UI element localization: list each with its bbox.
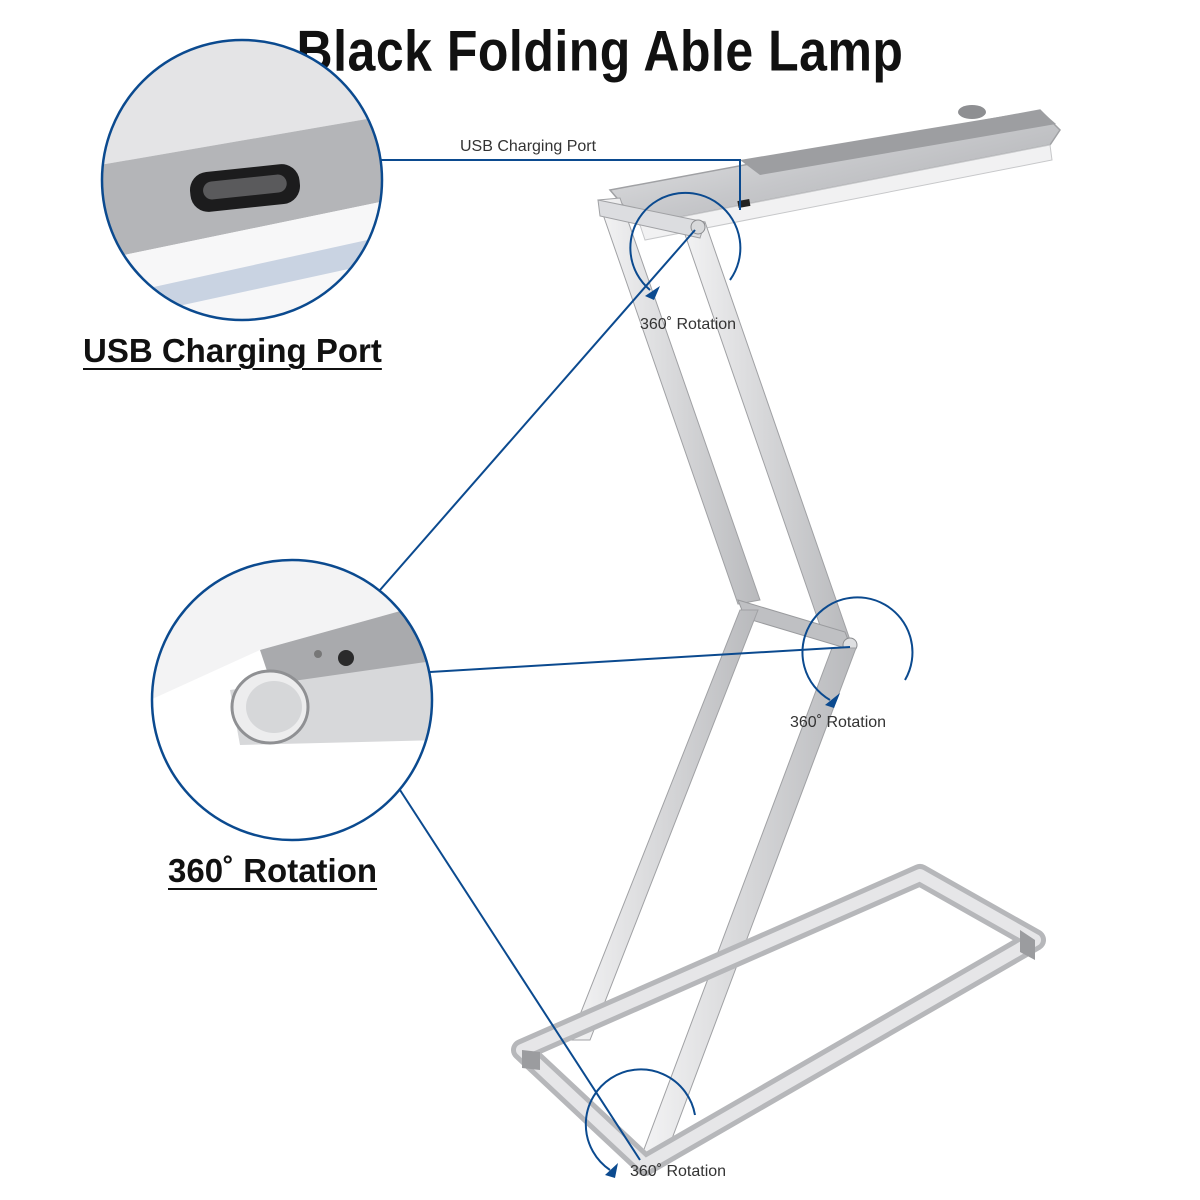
rotation-zoom-inset (150, 558, 434, 842)
rotation-label-middle: 360˚ Rotation (790, 714, 887, 731)
rotation-label-bottom: 360˚ Rotation (630, 1163, 727, 1180)
rotation-callout-line-top (379, 229, 696, 591)
usb-zoom-inset (100, 38, 384, 322)
lamp-head (608, 105, 1061, 241)
usb-callout-line (378, 159, 741, 210)
rotation-arrow-bottom (584, 1068, 696, 1171)
rotation-callout-line-bottom (399, 789, 641, 1161)
rotation-arrow-middle (801, 596, 914, 701)
rotation-caption: 360˚ Rotation (168, 852, 378, 889)
rotation-label-top: 360˚ Rotation (640, 316, 737, 333)
rotation-arrow-top (629, 191, 742, 291)
rotation-callout-line-middle (429, 646, 851, 673)
usb-caption: USB Charging Port (83, 332, 382, 369)
product-title: Black Folding Able Lamp (296, 18, 904, 84)
rotation-arrowheads (605, 286, 840, 1178)
upper-arm (597, 197, 851, 641)
lamp-base (511, 864, 1046, 1176)
callout-lines (378, 159, 851, 1161)
usb-port-label: USB Charging Port (460, 138, 597, 155)
rotation-indicators (584, 191, 914, 1171)
